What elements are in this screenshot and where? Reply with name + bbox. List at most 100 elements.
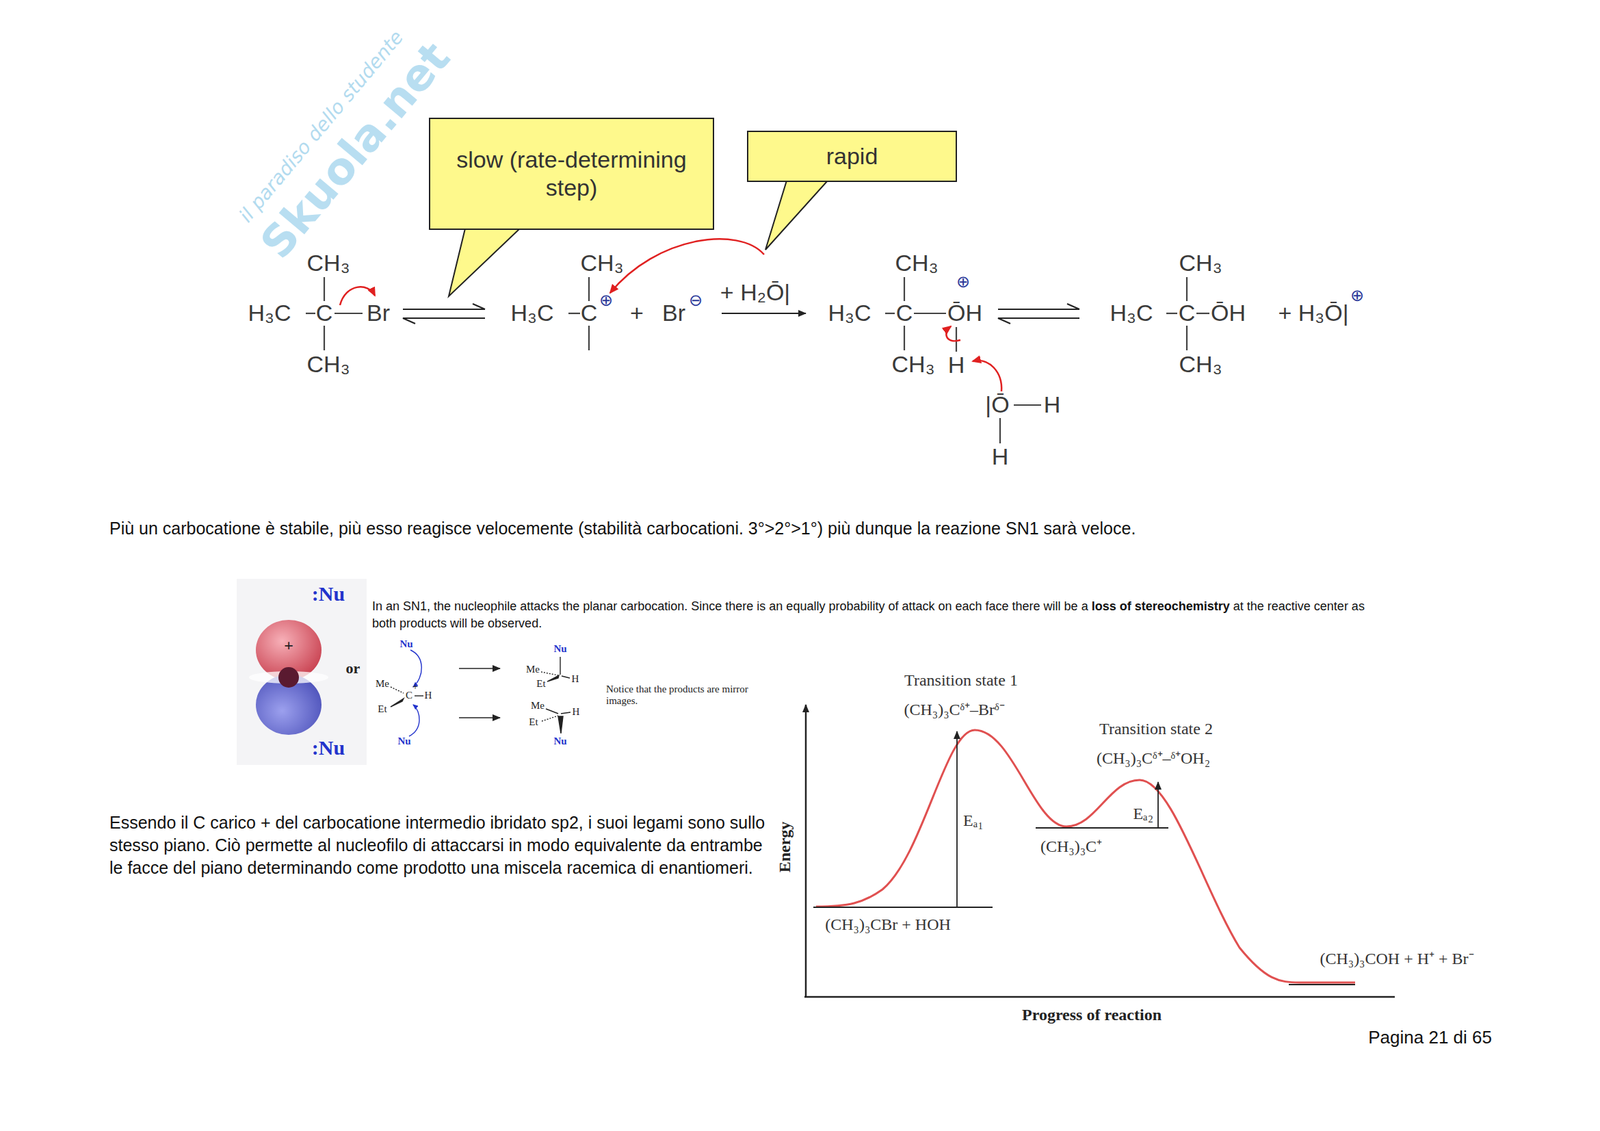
group-label: Et	[377, 703, 387, 715]
atom-label: C	[896, 299, 914, 327]
reaction-arrow	[998, 318, 1080, 324]
curved-arrow	[339, 238, 1002, 392]
mini-bond	[545, 708, 559, 714]
mini-bond	[390, 698, 404, 707]
mini-bond	[390, 686, 404, 693]
reagent-label: + H₂Ō|	[720, 279, 791, 306]
energy-diagram	[1035, 827, 1169, 829]
mini-bond	[558, 716, 563, 734]
energy-diagram	[805, 704, 808, 997]
mini-bond	[560, 712, 571, 714]
formula-label: (CH₃)₃Cᵟ⁺–ᵟ⁺OH₂	[1096, 749, 1211, 769]
nucleophile-label: Nu	[553, 643, 567, 655]
mini-bond	[458, 667, 501, 669]
reaction-arrow	[402, 318, 485, 324]
formula-label: (CH₃)₃CBr + HOH	[824, 915, 951, 935]
atom-label: H	[572, 705, 581, 718]
charge-symbol: ⊖	[688, 291, 703, 311]
atom-label: Br	[366, 299, 390, 327]
state-label: Transition state 2	[1099, 719, 1213, 739]
curved-arrow	[946, 326, 961, 341]
atom-label: CH₃	[307, 249, 351, 277]
mini-bond	[390, 649, 571, 737]
atom-label: ŌH	[947, 299, 983, 327]
mini-bond	[559, 656, 561, 675]
atom-label: Br	[662, 299, 686, 327]
plus-sign: +	[630, 299, 644, 327]
charge-symbol: ⊕	[1350, 286, 1365, 306]
bond	[1166, 312, 1178, 314]
text-paragraph: Essendo il C carico + del carbocatione i…	[109, 811, 767, 880]
atom-label: CH₃	[580, 249, 624, 277]
atom-label: C	[405, 689, 413, 702]
atom-label: H₃C	[1110, 299, 1154, 327]
atom-label: H	[1043, 391, 1061, 418]
energy-diagram	[813, 906, 993, 908]
caption-text: In an SN1, the nucleophile attacks the p…	[372, 599, 1089, 613]
nucleophile-label: Nu	[397, 735, 411, 747]
energy-diagram	[816, 729, 1356, 983]
group-label: Me	[526, 663, 540, 676]
charge-symbol: ⊕	[956, 272, 970, 293]
energy-diagram	[1157, 781, 1159, 828]
bond	[1186, 325, 1188, 351]
bond	[885, 312, 895, 314]
text-paragraph: In an SN1, the nucleophile attacks the p…	[372, 597, 1371, 633]
energy-diagram	[804, 995, 1395, 999]
reagent-label: + H₃Ō|	[1278, 299, 1349, 327]
callout-text: rapid	[826, 142, 879, 171]
bond	[305, 277, 1210, 444]
mini-bond	[547, 675, 559, 682]
note-text: Notice that the products are mirror imag…	[606, 683, 754, 708]
charge-symbol: ⊕	[599, 291, 613, 311]
atom-label: C	[316, 299, 334, 327]
bond	[305, 312, 316, 314]
nucleophile-label: :Nu	[311, 582, 345, 607]
bond	[1196, 312, 1210, 314]
formula-label: (CH₃)₃Cᵟ⁺–Brᵟ⁻	[903, 700, 1005, 720]
atom-label: CH₃	[895, 249, 939, 277]
atom-label: H	[571, 673, 580, 685]
bond	[1013, 404, 1042, 406]
atom-label: |Ō	[985, 391, 1009, 418]
axis-title: Progress of reaction	[1021, 1005, 1162, 1025]
mini-bond	[561, 675, 570, 678]
group-label: Et	[528, 716, 538, 728]
callout-box: rapid	[746, 130, 957, 182]
energy-diagram	[956, 731, 958, 908]
mini-bond	[414, 694, 424, 696]
callout-text: slow (rate-determining step)	[437, 145, 706, 202]
reaction-arrow	[402, 303, 485, 310]
atom-label: CH₃	[1179, 249, 1223, 277]
bond	[903, 277, 906, 301]
charge-symbol: +	[283, 636, 294, 656]
nucleophile-label: Nu	[553, 735, 567, 747]
energy-label: Eₐ₂	[1132, 804, 1154, 824]
mini-bond	[458, 716, 501, 718]
formula-label: (CH₃)₃COH + H⁺ + Br⁻	[1319, 949, 1474, 969]
mini-bond	[541, 715, 559, 721]
state-label: Transition state 1	[904, 671, 1018, 691]
atom-label: H₃C	[510, 299, 555, 327]
atom-label: C	[1178, 299, 1196, 327]
mini-bond	[541, 671, 559, 676]
reaction-arrow	[998, 303, 1080, 310]
page-number: Pagina 21 di 65	[1368, 1027, 1492, 1048]
nucleophile-label: :Nu	[311, 736, 345, 760]
group-label: Me	[530, 699, 545, 712]
atom-label: CH₃	[307, 350, 351, 378]
energy-diagram	[1288, 983, 1356, 986]
atom-label: H	[948, 351, 966, 379]
bond	[588, 325, 590, 351]
conjunction: or	[346, 659, 361, 677]
group-label: Et	[536, 677, 546, 690]
bond	[1186, 277, 1188, 301]
callout-tail	[448, 228, 520, 297]
nucleophile-label: Nu	[399, 638, 413, 650]
text-paragraph: Più un carbocatione è stabile, più esso …	[109, 517, 1581, 540]
caption-text: loss of stereochemistry	[1091, 599, 1230, 613]
bond	[323, 277, 325, 301]
bond	[913, 312, 947, 314]
callout-tail	[765, 180, 828, 250]
orbital-figure	[278, 666, 299, 688]
